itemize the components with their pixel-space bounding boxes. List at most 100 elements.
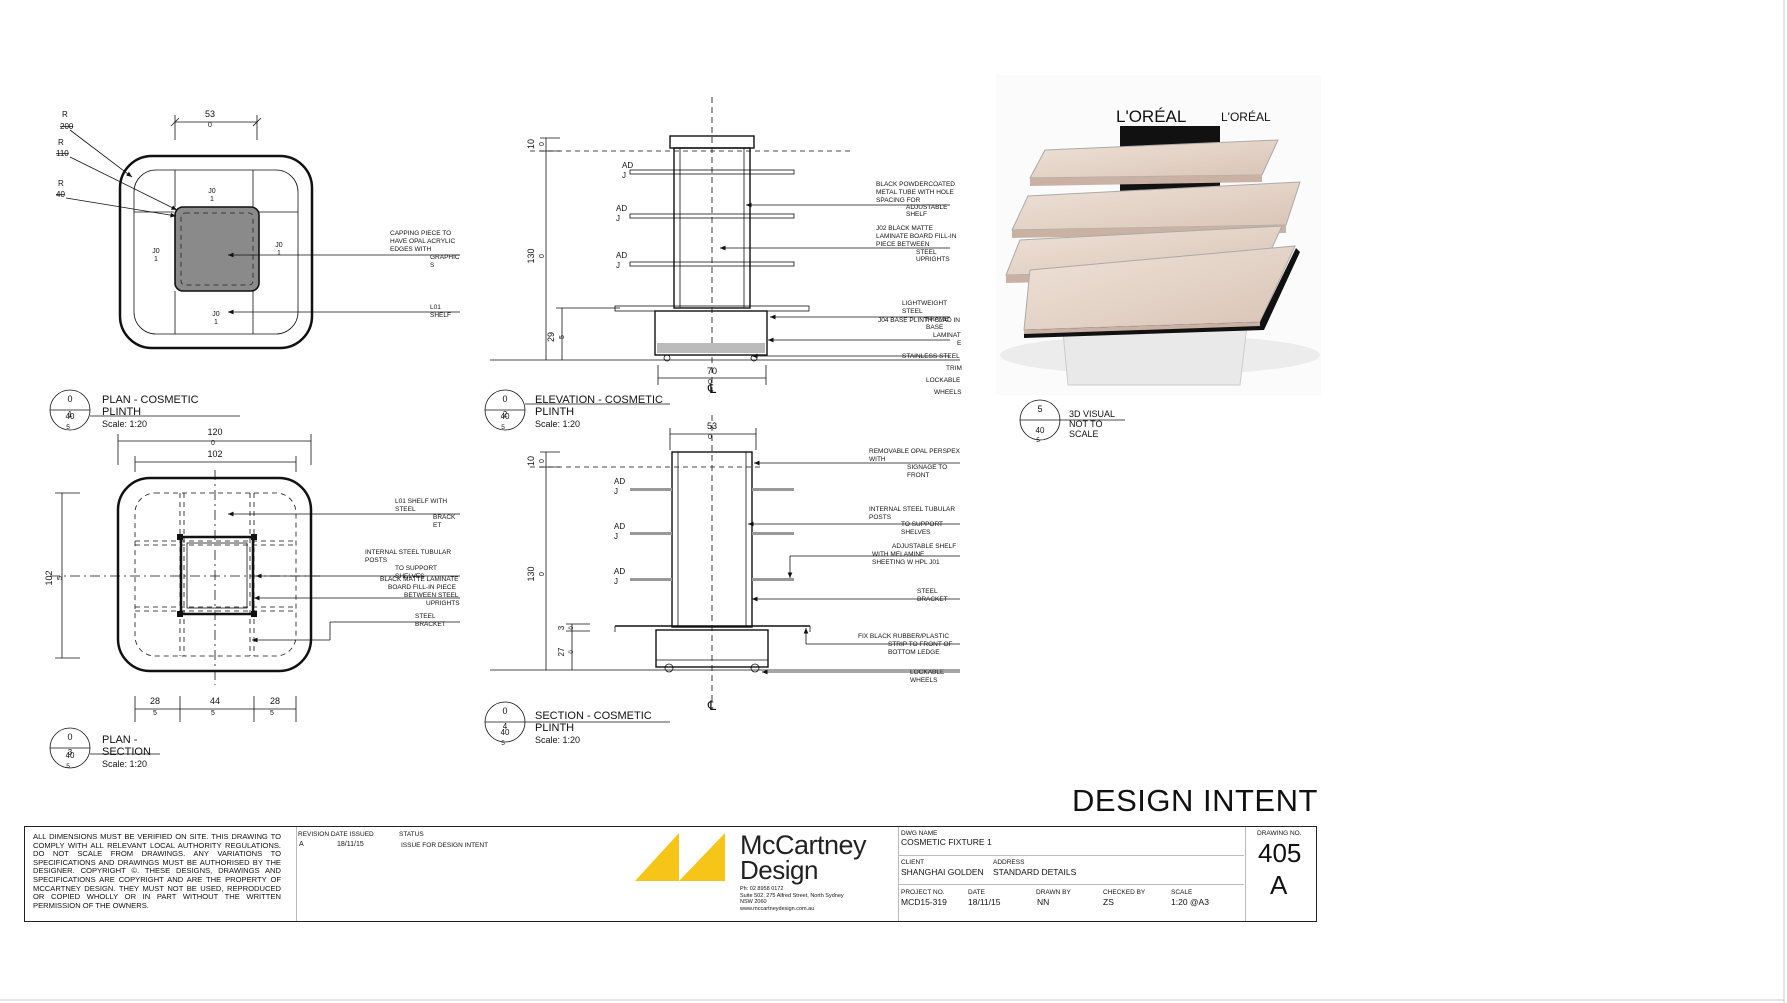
- svg-text:BRACKET: BRACKET: [917, 596, 948, 603]
- drawing-number: 405: [1258, 838, 1302, 868]
- svg-text:SHELF: SHELF: [906, 211, 927, 218]
- svg-text:0: 0: [569, 650, 575, 654]
- svg-text:5: 5: [1036, 437, 1040, 444]
- svg-text:AD: AD: [614, 567, 625, 576]
- svg-text:J0: J0: [208, 188, 216, 195]
- svg-text:28: 28: [150, 696, 160, 706]
- svg-text:LOCKABLE: LOCKABLE: [910, 669, 945, 676]
- svg-text:LAMINAT: LAMINAT: [933, 332, 961, 339]
- svg-text:28: 28: [270, 696, 280, 706]
- svg-text:UPRIGHTS: UPRIGHTS: [426, 600, 460, 607]
- svg-text:10: 10: [526, 139, 536, 149]
- svg-text:WITH MELAMINE: WITH MELAMINE: [872, 551, 925, 558]
- svg-text:SHEETING W HPL J01: SHEETING W HPL J01: [872, 559, 940, 566]
- drawn-by: NN: [1037, 897, 1050, 907]
- svg-text:WHEELS: WHEELS: [910, 677, 938, 684]
- svg-text:J0: J0: [275, 242, 283, 249]
- svg-text:0: 0: [208, 122, 212, 129]
- svg-text:1: 1: [210, 196, 214, 203]
- svg-text:0: 0: [502, 394, 507, 404]
- svg-text:SHELF: SHELF: [430, 312, 451, 319]
- svg-text:5: 5: [501, 424, 505, 431]
- svg-text:102: 102: [207, 449, 222, 459]
- svg-text:INTERNAL STEEL TUBULAR: INTERNAL STEEL TUBULAR: [869, 506, 955, 513]
- svg-text:J02 BLACK MATTE: J02 BLACK MATTE: [876, 225, 934, 232]
- svg-text:40: 40: [66, 751, 75, 760]
- svg-text:STEEL: STEEL: [916, 249, 937, 256]
- capping-piece: [174, 206, 260, 292]
- checked-by: ZS: [1103, 897, 1114, 907]
- svg-text:44: 44: [210, 696, 220, 706]
- plan-title: PLAN - COSMETIC: [102, 394, 199, 406]
- svg-text:BETWEEN STEEL: BETWEEN STEEL: [404, 592, 459, 599]
- elevation-view: ℄ 10 0 130 0 29 5 70 0 A: [484, 97, 962, 431]
- 3d-visual: L'ORÉAL L'ORÉAL 5 40 5 3D VISUAL NOT TO …: [996, 75, 1321, 444]
- svg-text:27: 27: [557, 647, 566, 656]
- svg-text:EDGES WITH: EDGES WITH: [390, 246, 431, 253]
- svg-text:J04 BASE PLINTH CLAD IN: J04 BASE PLINTH CLAD IN: [878, 317, 960, 324]
- revision-header: REVISION DATE ISSUED: [298, 831, 374, 838]
- mccartney-logo-mark: [635, 833, 725, 881]
- plan-section-title: PLAN -: [102, 734, 138, 746]
- svg-text:PLINTH: PLINTH: [535, 406, 574, 418]
- section-shelves: [614, 488, 811, 632]
- svg-text:ADJUSTABLE SHELF: ADJUSTABLE SHELF: [892, 543, 956, 550]
- svg-text:SHELVES: SHELVES: [395, 573, 425, 580]
- svg-text:102: 102: [44, 570, 54, 585]
- svg-text:WITH: WITH: [869, 456, 886, 463]
- svg-text:AD: AD: [622, 161, 633, 170]
- status-header: STATUS: [399, 831, 424, 838]
- svg-text:0: 0: [502, 706, 507, 716]
- svg-text:J: J: [622, 171, 626, 180]
- svg-text:℄: ℄: [707, 698, 717, 713]
- svg-text:STEEL: STEEL: [415, 613, 436, 620]
- date-value: 18/11/15: [968, 897, 1001, 907]
- scale-value: 1:20 @A3: [1171, 897, 1209, 907]
- svg-text:2: 2: [503, 410, 508, 419]
- svg-text:POSTS: POSTS: [869, 514, 892, 521]
- svg-text:0: 0: [67, 394, 72, 404]
- svg-text:110: 110: [56, 149, 69, 158]
- svg-text:0: 0: [539, 572, 546, 576]
- svg-text:0: 0: [708, 434, 712, 441]
- svg-text:TRIM: TRIM: [946, 365, 962, 372]
- svg-text:0: 0: [569, 626, 575, 630]
- svg-text:J: J: [614, 487, 618, 496]
- svg-text:FRAME: FRAME: [926, 316, 949, 323]
- svg-text:GRAPHIC: GRAPHIC: [430, 254, 460, 261]
- svg-text:Scale: 1:20: Scale: 1:20: [535, 735, 580, 745]
- svg-text:℄: ℄: [707, 381, 717, 396]
- svg-text:WHEELS: WHEELS: [934, 389, 962, 396]
- svg-text:5: 5: [57, 576, 64, 580]
- svg-text:R: R: [58, 138, 64, 147]
- svg-text:FRONT: FRONT: [907, 472, 929, 479]
- revision-letter-large: A: [1270, 870, 1288, 900]
- svg-text:0: 0: [539, 254, 546, 258]
- svg-text:4: 4: [503, 722, 508, 731]
- svg-text:AD: AD: [616, 251, 627, 260]
- design-intent-heading: DESIGN INTENT: [1072, 783, 1318, 818]
- svg-text:10: 10: [526, 456, 536, 466]
- svg-text:AD: AD: [614, 477, 625, 486]
- svg-text:BRACKET: BRACKET: [415, 621, 446, 628]
- svg-text:5: 5: [211, 710, 215, 717]
- svg-text:5: 5: [66, 424, 70, 431]
- svg-text:BLACK MATTE LAMINATE: BLACK MATTE LAMINATE: [380, 576, 459, 583]
- svg-text:E: E: [957, 340, 962, 347]
- svg-text:1: 1: [68, 410, 73, 419]
- svg-text:SECTION: SECTION: [102, 746, 151, 758]
- svg-text:130: 130: [526, 248, 536, 263]
- svg-text:SPACING FOR: SPACING FOR: [876, 197, 921, 204]
- contact-block: Ph: 02 8958 0172 Suite 502, 275 Alfred S…: [740, 886, 844, 912]
- svg-text:BLACK POWDERCOATED: BLACK POWDERCOATED: [876, 181, 955, 188]
- project-number: MCD15-319: [901, 897, 947, 907]
- svg-text:40: 40: [1036, 426, 1045, 435]
- svg-text:STRIP TO FRONT OF: STRIP TO FRONT OF: [888, 641, 953, 648]
- svg-text:LOCKABLE: LOCKABLE: [926, 377, 961, 384]
- loreal-logo-text: L'ORÉAL: [1116, 107, 1186, 126]
- svg-text:NOT TO: NOT TO: [1069, 419, 1103, 429]
- client-name: SHANGHAI GOLDEN: [901, 867, 984, 877]
- svg-text:J: J: [616, 214, 620, 223]
- svg-text:Scale: 1:20: Scale: 1:20: [102, 759, 147, 769]
